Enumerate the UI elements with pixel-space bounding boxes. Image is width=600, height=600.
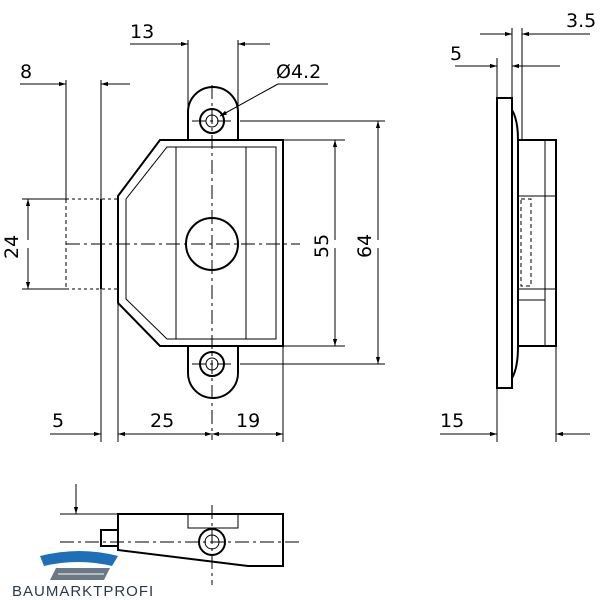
side-body (517, 139, 557, 347)
side-view-dimensions: 3.5 5 15 (440, 10, 596, 442)
dim-19: 19 (236, 410, 260, 432)
dim-hole-diameter: Ø4.2 (276, 61, 321, 83)
dim-5-side: 5 (450, 43, 462, 65)
side-hidden-slot (520, 198, 532, 287)
dim-8: 8 (20, 61, 32, 83)
bottom-view (60, 484, 300, 585)
bottom-tongue (100, 529, 119, 547)
dim-15: 15 (440, 410, 464, 432)
dim-55: 55 (311, 234, 333, 258)
dim-64: 64 (354, 234, 376, 258)
dim-5-tongue: 5 (52, 410, 64, 432)
brand-logo: BAUMARKTPROFI (12, 551, 154, 600)
dim-3-5: 3.5 (566, 10, 596, 32)
dim-24: 24 (1, 235, 23, 259)
side-view (496, 97, 557, 389)
dim-25: 25 (150, 410, 174, 432)
front-view (65, 85, 300, 440)
front-view-dimensions: 13 Ø4.2 8 24 55 64 (1, 21, 385, 442)
side-mounting-plate (496, 97, 513, 389)
brand-name: BAUMARKTPROFI (12, 583, 154, 600)
dim-13: 13 (130, 21, 154, 43)
latch-body-inner-line (125, 146, 277, 340)
